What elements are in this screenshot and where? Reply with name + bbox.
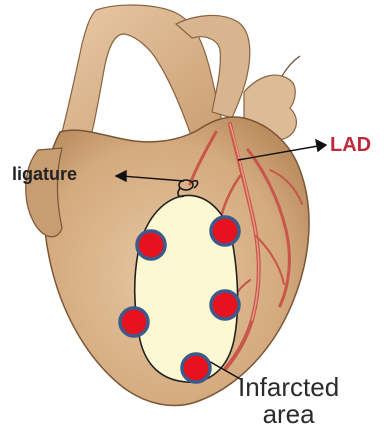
infarcted-area-label-line2: area bbox=[238, 401, 339, 428]
infarcted-area-label-line1: Infarcted bbox=[238, 374, 339, 401]
right-atrium bbox=[26, 148, 62, 237]
lad-label: LAD bbox=[330, 134, 371, 157]
marker-1 bbox=[137, 231, 165, 259]
marker-3 bbox=[120, 308, 148, 336]
marker-2 bbox=[211, 217, 239, 245]
marker-5 bbox=[182, 354, 210, 382]
ligature-label: ligature bbox=[12, 164, 77, 185]
marker-4 bbox=[211, 291, 239, 319]
infarcted-area-label: Infarcted area bbox=[238, 374, 339, 428]
suture-line bbox=[282, 56, 300, 76]
